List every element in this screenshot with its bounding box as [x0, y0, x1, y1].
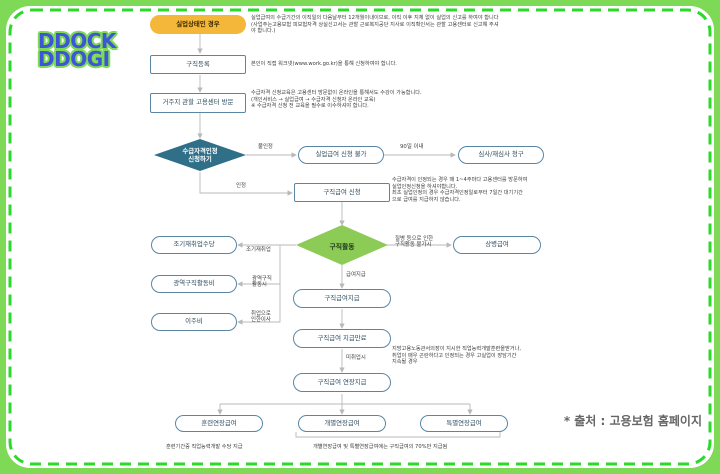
- label-wide-line-1: 광역구직: [252, 276, 272, 282]
- node-early-reemploy: 조기재취업수당: [151, 236, 237, 254]
- label-sickness-line-1: 질병 등으로 인한: [395, 236, 434, 242]
- note-start-line-3: 야 합니다.): [251, 28, 276, 35]
- node-sickness: 상병급여: [453, 236, 541, 254]
- note-start: 실업급여의 수급기간의 이직일의 다음날부터 12개월이내이므로, 이직 이후 …: [251, 15, 499, 35]
- label-rejected: 불인정: [258, 144, 273, 150]
- node-individual-ext: 개별연장급여: [298, 415, 386, 432]
- note-visit-line-1: 수급자격 신청교육은 고용센터 방문없이 온라인을 통해서도 수강이 가능합니다…: [251, 90, 422, 96]
- note-pay-end: 지방고용노동관서의장이 지시한 직업능력개발훈련을받거나, 취업이 매우 곤란하…: [392, 346, 521, 366]
- node-moving: 이주비: [151, 313, 237, 331]
- node-pay-end: 구직급여 지급만료: [293, 329, 391, 348]
- arrow-moving: [237, 244, 296, 325]
- label-move-line-1: 취업으로: [251, 311, 271, 317]
- note-start-line-1: 실업급여의 수급기간의 이직일의 다음날부터 12개월이내이므로, 이직 이후 …: [251, 15, 499, 21]
- brand-logo: DDOCK DDOGI: [38, 29, 116, 71]
- node-visit: 거주지 관할 고용센터 방문: [150, 93, 246, 113]
- job-search-text: 구직활동: [329, 243, 355, 251]
- label-wide-area: 광역구직 활동시: [252, 276, 272, 289]
- label-reemploy: 조기재취업: [246, 247, 271, 253]
- note-visit: 수급자격 신청교육은 고용센터 방문없이 온라인을 통해서도 수강이 가능합니다…: [251, 90, 422, 110]
- note-visit-line-2: (개인서비스 → 실업급여 → 수급자격 신청자 온라인 교육): [251, 96, 376, 103]
- label-end-cond: 미취업시: [346, 355, 366, 361]
- note-individual-special: 개별연장급여 및 특별연장급여에는 구직급여의 70%만 지급됨: [313, 444, 448, 450]
- label-wide-line-2: 활동시: [252, 282, 267, 289]
- node-pay: 구직급여지급: [293, 289, 391, 308]
- eligibility-decision: [154, 139, 246, 171]
- bracket-ext: [295, 432, 501, 438]
- label-within-90: 90일 이내: [400, 144, 424, 150]
- note-pay-end-line-3: 지속될 경우: [392, 359, 418, 366]
- node-start: 실업상태인 경우: [150, 15, 246, 34]
- brand-line-1: DDOCK: [38, 29, 116, 53]
- node-register: 구직등록: [150, 55, 246, 74]
- note-apply-line-2: 실업인정신청을 하셔야합니다.: [392, 183, 458, 190]
- node-review: 심사/재심사 청구: [458, 146, 544, 164]
- label-move-line-2: 인한이사: [251, 317, 271, 324]
- node-extend: 구직급여 연장지급: [293, 373, 391, 392]
- note-pay-end-line-2: 취업이 매우 곤란하다고 인정되는 경우 고실업이 장담기간: [392, 352, 517, 359]
- label-approved: 인정: [236, 183, 246, 189]
- node-apply: 구직급여 신청: [294, 183, 390, 202]
- note-apply-line-4: 으로 급여를 지급하지 않습니다.: [392, 196, 461, 203]
- eligibility-line-2: 신청하기: [188, 154, 212, 163]
- dashed-border: [8, 8, 712, 466]
- note-pay-end-line-1: 지방고용노동관서의장이 지시한 직업능력개발훈련을받거나,: [392, 346, 522, 352]
- source-caption: * 출처 : 고용보험 홈페이지: [563, 414, 702, 428]
- note-visit-line-3: ※ 수급자격 신청 전 교육을 필수로 이수하셔야 합니다.: [251, 103, 369, 110]
- note-apply: 수급자격이 인정되는 경우 매 1~4주마다 고용센터를 방문하여 실업인정신청…: [392, 177, 527, 204]
- note-register: 본인이 직접 워크넷(www.work.go.kr)을 통해 신청하여야 합니다…: [251, 61, 397, 67]
- node-not-eligible: 실업급여 신청 불가: [298, 146, 384, 164]
- job-search-decision: [296, 225, 388, 265]
- node-training-ext: 훈련연장급여: [175, 415, 263, 432]
- arrow-approved: [199, 172, 293, 196]
- label-pay-cond: 급여지급: [346, 272, 366, 278]
- label-moving: 취업으로 인한이사: [251, 311, 271, 324]
- label-sickness: 질병 등으로 인한 구직활동 불가시: [395, 236, 433, 249]
- eligibility-line-1: 수급자격인정: [182, 147, 218, 155]
- node-special-ext: 특별연장급여: [420, 415, 508, 432]
- eligibility-text: 수급자격인정 신청하기: [154, 147, 246, 163]
- note-apply-line-3: 최초 실업인정의 경우 수급자격인정일로부터 7일간 대기기간: [392, 190, 523, 197]
- note-apply-line-1: 수급자격이 인정되는 경우 매 1~4주마다 고용센터를 방문하여: [392, 177, 528, 183]
- brand-line-2: DDOGI: [38, 47, 110, 71]
- node-wide-area: 광역구직활동비: [151, 275, 237, 293]
- label-sickness-line-2: 구직활동 불가시: [395, 242, 432, 249]
- note-start-line-2: (사업주는고용보험 피보험자격 상실신고서는 관할 근로복지공단 지사로 이직확…: [251, 21, 499, 28]
- note-training-ext: 훈련기간중 직업능력개발 수당 지급: [166, 444, 243, 450]
